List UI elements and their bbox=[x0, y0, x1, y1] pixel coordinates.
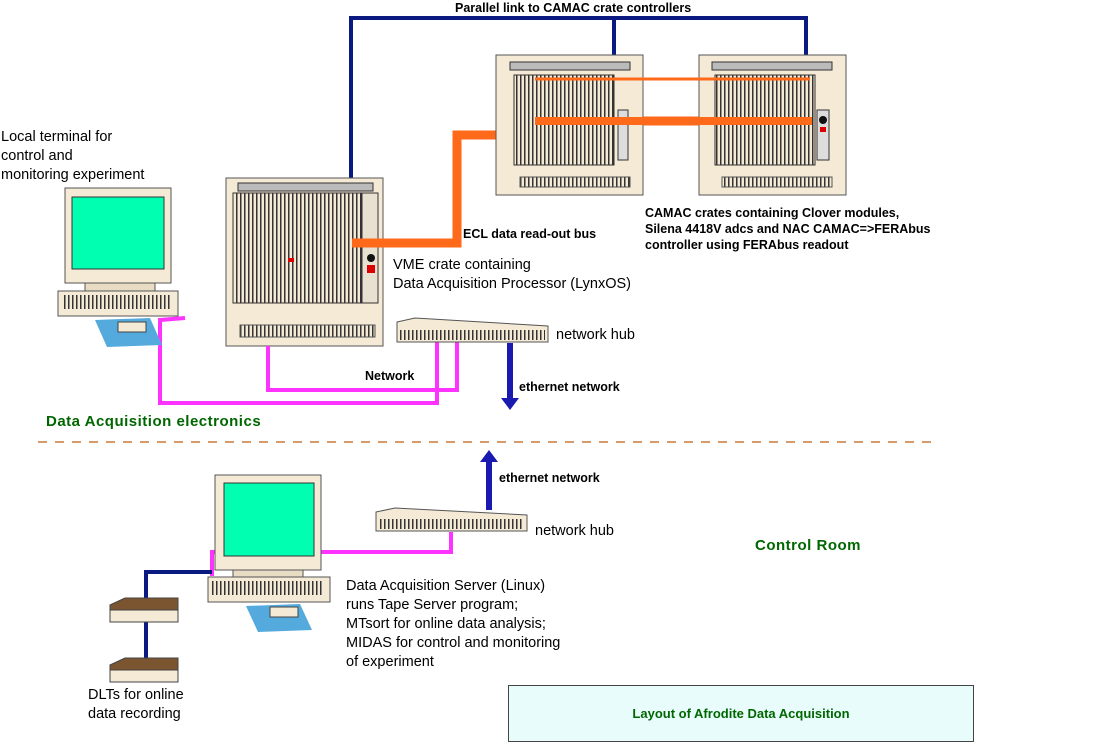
server-label: Data Acquisition Server (Linux) runs Tap… bbox=[346, 578, 561, 670]
network-cable bbox=[158, 316, 459, 576]
parallel-link-cable bbox=[349, 16, 808, 178]
network-hub-lower-label: network hub bbox=[535, 523, 614, 539]
network-label: Network bbox=[365, 369, 415, 383]
ethernet-arrow-upper bbox=[501, 343, 519, 410]
ecl-bus-label: ECL data read-out bus bbox=[463, 227, 597, 241]
network-hub-upper bbox=[396, 317, 549, 343]
section-label-electronics: Data Acquisition electronics bbox=[46, 413, 262, 430]
diagram-title: Layout of Afrodite Data Acquisition bbox=[632, 706, 850, 721]
dlt-cable bbox=[144, 570, 212, 658]
ethernet-arrow-lower bbox=[480, 450, 498, 510]
ethernet-upper-label: ethernet network bbox=[519, 380, 620, 394]
vme-crate bbox=[225, 177, 384, 347]
camac-crates-label: CAMAC crates containing Clover modules, … bbox=[645, 206, 931, 252]
dlt-drive-1 bbox=[109, 597, 179, 623]
vme-crate-label: VME crate containing Data Acquisition Pr… bbox=[393, 257, 632, 292]
server-terminal bbox=[207, 474, 331, 632]
dlt-label: DLTs for online data recording bbox=[88, 687, 184, 722]
local-terminal-label: Local terminal for control and monitorin… bbox=[1, 129, 145, 183]
diagram-title-box: Layout of Afrodite Data Acquisition bbox=[508, 685, 974, 742]
network-hub-lower bbox=[375, 507, 528, 532]
ethernet-lower-label: ethernet network bbox=[499, 471, 600, 485]
section-label-control-room: Control Room bbox=[755, 537, 861, 554]
parallel-link-label: Parallel link to CAMAC crate controllers bbox=[455, 1, 692, 15]
dlt-drive-2 bbox=[109, 657, 179, 683]
network-hub-upper-label: network hub bbox=[556, 327, 635, 343]
local-terminal bbox=[57, 187, 179, 347]
